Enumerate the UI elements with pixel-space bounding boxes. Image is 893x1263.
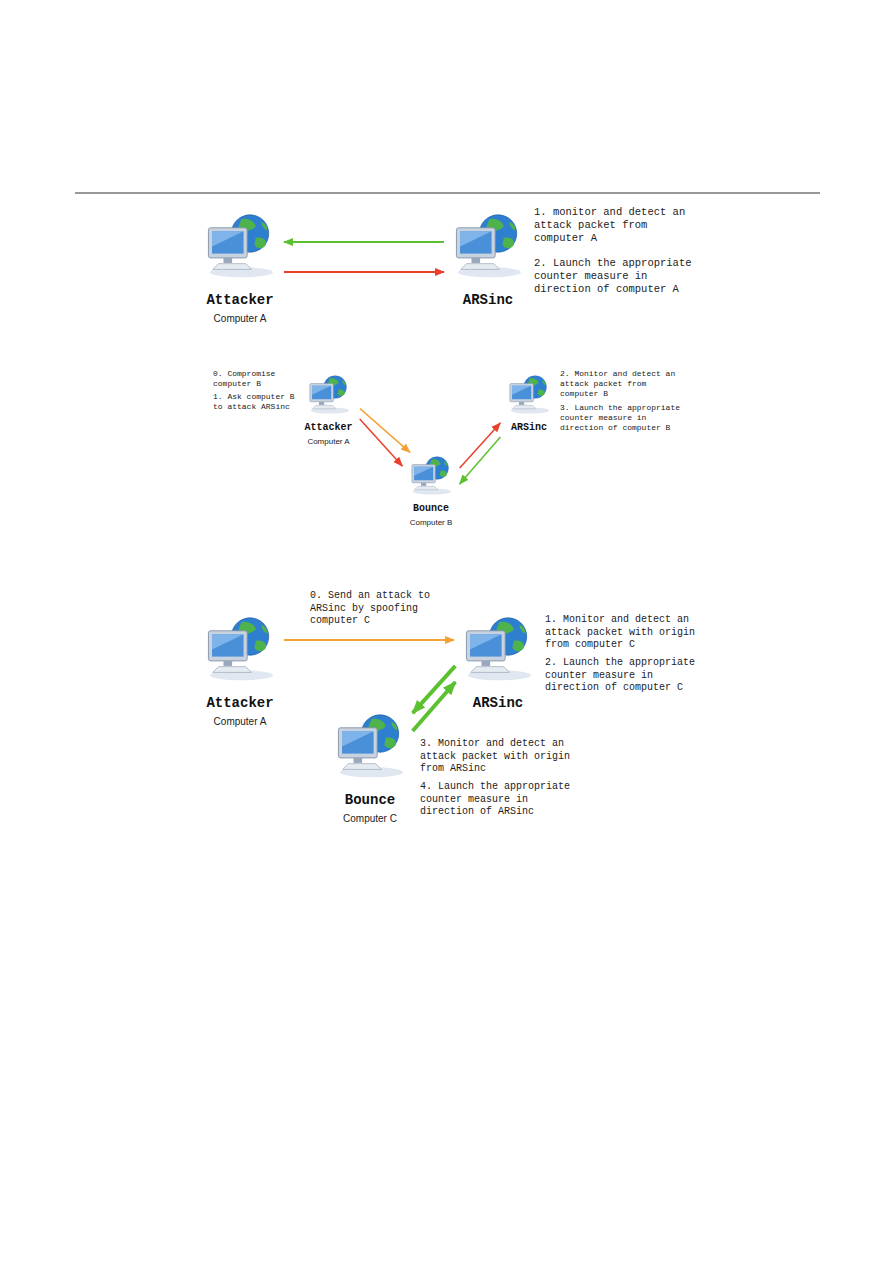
computer-name: Attacker [204,695,276,712]
computer-node: ARSinc [448,212,528,309]
computer-node: AttackerComputer A [300,374,357,447]
step-note: 0. Compromise computer B [213,369,297,389]
computer-icon [334,712,406,778]
computer-node: ARSinc [458,615,538,712]
computer-name: Attacker [204,292,276,309]
step-note: 0. Send an attack to ARSinc by spoofing … [310,590,432,628]
step-note: 2. Launch the appropriate counter measur… [545,657,713,695]
step-note: 3. Monitor and detect an attack packet w… [420,738,588,776]
computer-id: Computer B [409,518,453,528]
computer-id: Computer A [304,437,353,447]
computer-name: Bounce [409,503,453,515]
computer-icon [307,374,351,414]
computer-name: ARSinc [452,292,524,309]
attack-arrow [413,682,456,731]
computer-icon [462,615,534,681]
computer-id: Computer A [204,312,276,325]
computer-id: Computer A [204,715,276,728]
header-rule [75,193,820,194]
attack-arrow [284,241,444,243]
step-note: 4. Launch the appropriate counter measur… [420,781,588,819]
step-note: 1. Ask computer B to attack ARSinc [213,392,297,412]
step-note: 3. Launch the appropriate counter measur… [560,403,686,433]
step-note: 1. Monitor and detect an attack packet w… [545,614,713,652]
attack-arrow [284,271,444,273]
computer-node: BounceComputer C [330,712,410,825]
computer-name: ARSinc [462,695,534,712]
attack-arrow [360,419,403,466]
computer-id: Computer C [334,812,406,825]
step-note: 2. Launch the appropriate counter measur… [534,257,702,296]
computer-icon [409,455,453,495]
computer-node: ARSinc [503,374,555,434]
attack-arrow [284,639,454,641]
computer-name: Attacker [304,422,353,434]
computer-icon [507,374,551,414]
computer-node: AttackerComputer A [200,615,280,728]
computer-icon [452,212,524,278]
computer-name: Bounce [334,792,406,809]
computer-node: BounceComputer B [405,455,457,528]
attack-arrow [460,437,501,484]
computer-node: AttackerComputer A [200,212,280,325]
step-note: 1. monitor and detect an attack packet f… [534,206,702,245]
computer-name: ARSinc [507,422,551,434]
computer-icon [204,212,276,278]
computer-icon [204,615,276,681]
step-note: 2. Monitor and detect an attack packet f… [560,369,686,399]
